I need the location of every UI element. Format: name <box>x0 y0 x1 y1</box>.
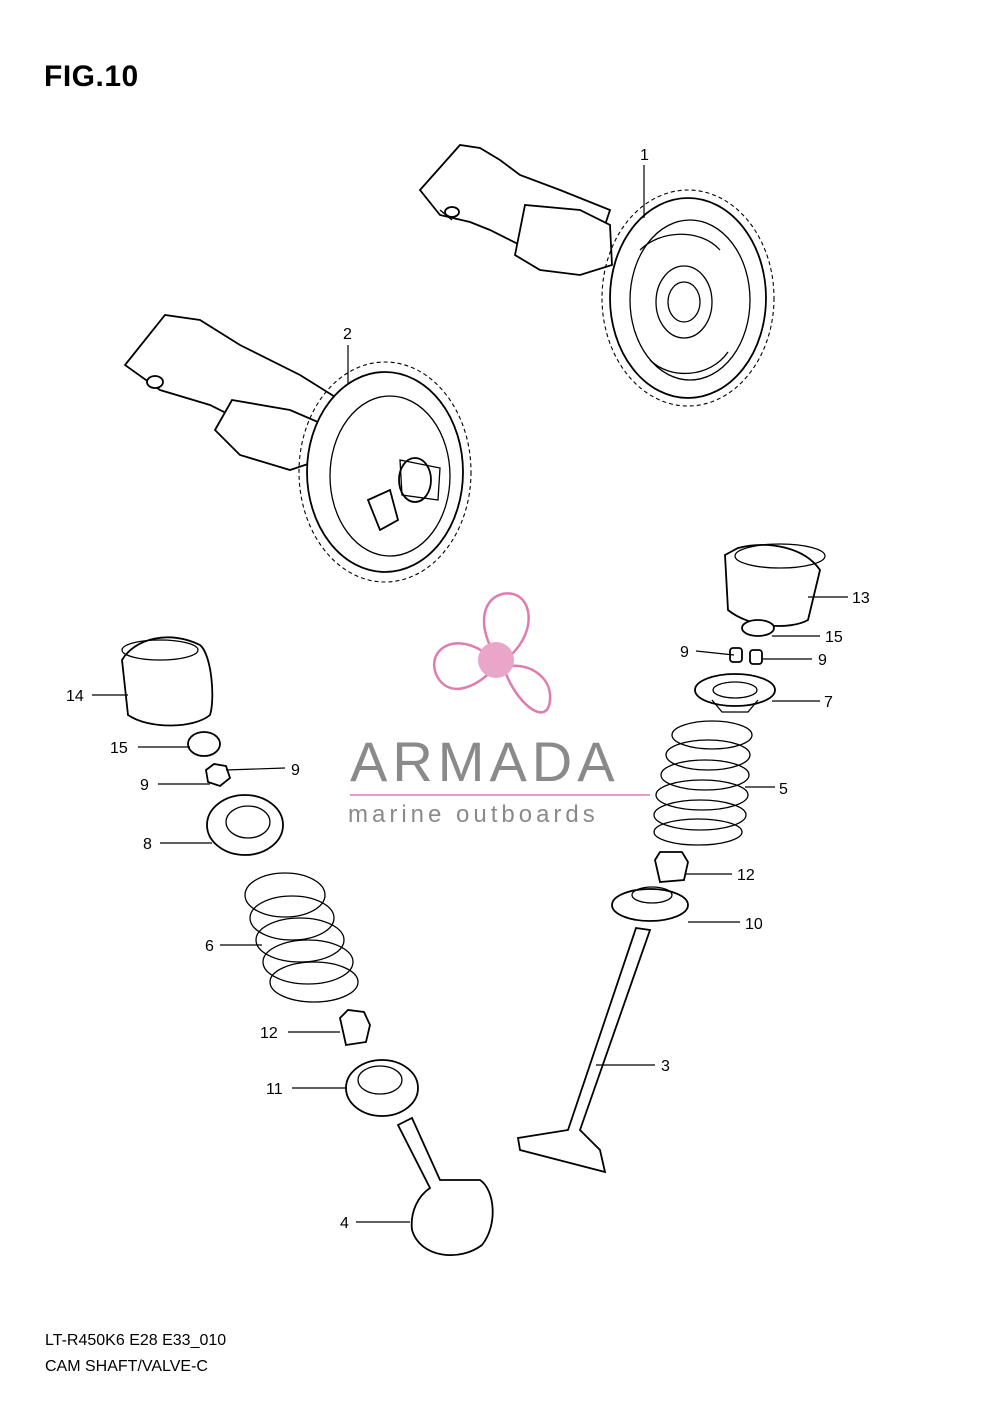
callout-9-left-a: 9 <box>140 777 149 794</box>
retainer-part-7 <box>694 673 776 713</box>
callout-6: 6 <box>205 938 214 955</box>
callout-7: 7 <box>824 694 833 711</box>
valve-part-4 <box>396 1116 494 1257</box>
callout-8: 8 <box>143 836 152 853</box>
callout-3: 3 <box>661 1058 670 1075</box>
callout-9-right-a: 9 <box>680 644 689 661</box>
figure-title: FIG.10 <box>44 60 139 93</box>
callout-13: 13 <box>852 590 870 607</box>
shim-part-15-right <box>741 619 775 637</box>
section-name: CAM SHAFT/VALVE-C <box>45 1358 208 1375</box>
callout-9-left-b: 9 <box>291 762 300 779</box>
tappet-part-13 <box>724 543 826 627</box>
cotters-part-9-left <box>205 763 232 788</box>
callout-1: 1 <box>640 147 649 164</box>
callout-12-left: 12 <box>260 1025 278 1042</box>
callout-4: 4 <box>340 1215 349 1232</box>
callout-11: 11 <box>266 1081 283 1098</box>
callout-15-left: 15 <box>110 740 128 757</box>
model-code: LT-R450K6 E28 E33_010 <box>45 1332 227 1349</box>
spring-seat-part-11 <box>345 1059 419 1117</box>
valve-part-3 <box>516 927 652 1174</box>
watermark-tagline: marine outboards <box>348 801 599 828</box>
camshaft-part-2 <box>123 314 472 583</box>
watermark-brand: ARMADA <box>350 730 620 793</box>
callout-12-right: 12 <box>737 867 755 884</box>
callout-9-right-b: 9 <box>818 652 827 669</box>
camshaft-part-1 <box>418 144 775 407</box>
cotters-part-9-right <box>729 647 763 665</box>
tappet-part-14 <box>121 636 214 727</box>
spring-seat-part-10 <box>611 886 689 922</box>
spring-part-6 <box>244 872 359 1003</box>
watermark-propeller-logo <box>432 592 552 714</box>
callout-14: 14 <box>66 688 84 705</box>
callout-10: 10 <box>745 916 763 933</box>
retainer-part-8 <box>206 794 284 856</box>
seal-part-12-right <box>654 851 689 883</box>
shim-part-15-left <box>187 731 221 757</box>
callout-15-right: 15 <box>825 629 843 646</box>
callout-5: 5 <box>779 781 788 798</box>
spring-part-5 <box>653 720 753 846</box>
callout-2: 2 <box>343 326 352 343</box>
leader-lines <box>92 165 848 1223</box>
seal-part-12-left <box>339 1009 371 1047</box>
